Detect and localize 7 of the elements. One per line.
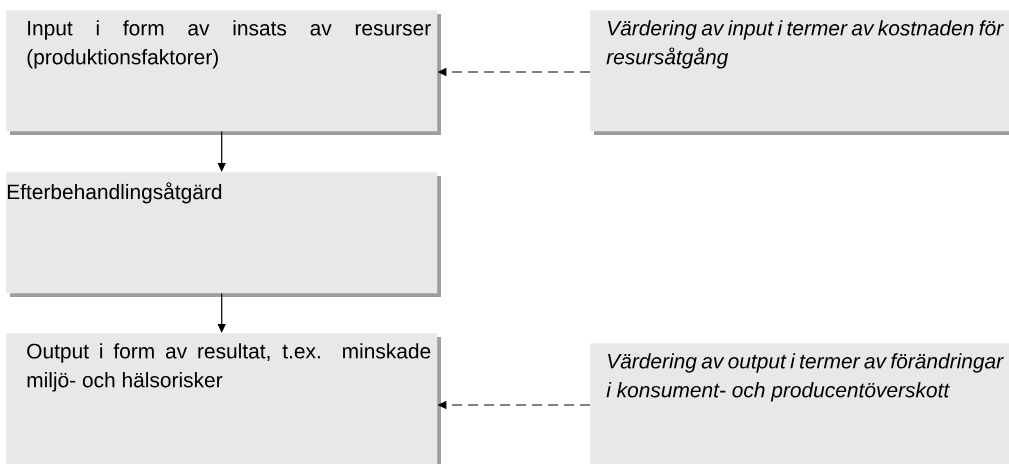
- process-box: Input i form av insats av resurser (produktionsfaktorer): [6, 10, 441, 135]
- note-box: Värdering av output i termer av förändringar i konsument- och producentöverskott: [590, 343, 1009, 464]
- arrow: [217, 130, 226, 172]
- arrow: [217, 292, 226, 333]
- process-box: Efterbehandlingsåtgärd: [6, 172, 441, 297]
- note-box: Värdering av input i termer av kostnaden för resursåtgång: [590, 10, 1009, 135]
- process-box: Output i form av resultat, t.ex. minskade miljö- och hälsorisker: [6, 333, 441, 464]
